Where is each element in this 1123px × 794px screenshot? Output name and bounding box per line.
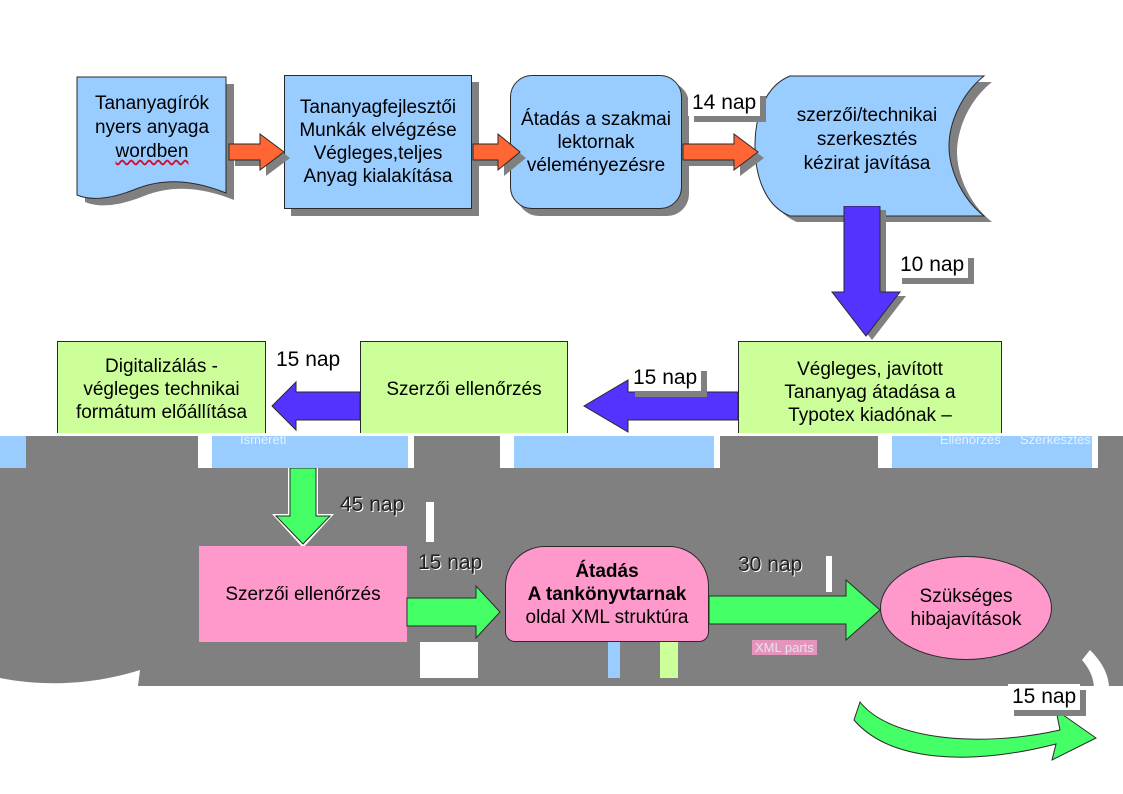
duration-label-15-c: 15 nap (418, 551, 483, 574)
purple-left-arrow-2 (271, 380, 361, 432)
arrow-review-to-edit (682, 133, 759, 171)
green-right-arrow-1 (406, 584, 501, 640)
raw-material-line-3: wordben (115, 141, 189, 162)
digitalization-box: Digitalizálás - végleges technikai formá… (57, 341, 266, 437)
duration-label-14: 14 nap (688, 90, 761, 116)
glitch-text-4: XML parts (752, 640, 817, 655)
editing-line-2: szerkesztés (816, 129, 918, 150)
developer-work-line-1: Tananyagfejlesztői (299, 97, 457, 118)
lector-review-line-2: lektornak (557, 131, 635, 153)
author-check-label-1: Szerzői ellenőrzés (386, 378, 542, 400)
glitch-fragment-3 (212, 436, 414, 468)
final-handover-line-2: Tananyag átadása a (784, 382, 956, 403)
bug-fix-line-2: hibajavítások (910, 609, 1022, 630)
glitch-fragment-6 (878, 436, 892, 468)
green-loop-arrow (853, 650, 1110, 761)
glitch-green-strip (660, 642, 678, 678)
green-right-arrow-2 (708, 578, 881, 642)
library-handover-line-3: oldal XML struktúra (525, 606, 689, 628)
lector-review-line-3: véleményezésre (526, 154, 666, 176)
duration-label-15-a: 15 nap (272, 347, 345, 373)
duration-label-30: 30 nap (738, 553, 803, 576)
bug-fix-oval: Szükséges hibajavítások (880, 556, 1052, 660)
glitch-gray-block (478, 642, 608, 678)
developer-work-line-4: Anyag kialakítása (303, 166, 453, 187)
library-handover-box: Átadás A tankönyvtarnak oldal XML strukt… (505, 546, 709, 642)
label-30-shadow-edge (826, 556, 832, 592)
label-45-shadow-edge (426, 502, 434, 542)
glitch-top-line (0, 433, 1123, 436)
arrow-dev-to-review (472, 132, 521, 172)
author-check-box-2: Szerzői ellenőrzés (199, 546, 407, 642)
duration-label-45: 45 nap (340, 493, 405, 516)
digitalization-line-2: végleges technikai (83, 378, 240, 400)
glitch-fragment-5 (514, 436, 720, 468)
duration-label-10: 10 nap (896, 252, 969, 278)
digitalization-line-3: formátum előállítása (75, 401, 248, 423)
lector-review-line-1: Átadás a szakmai (521, 108, 671, 130)
glitch-fragment-4 (500, 436, 514, 468)
glitch-text-1: Ismeretl (240, 432, 287, 447)
glitch-fragment-1 (0, 436, 26, 468)
glitch-fragment-2 (198, 436, 212, 468)
raw-material-text: Tananyagírók nyers anyaga wordben (78, 92, 226, 164)
final-handover-box: Végleges, javított Tananyag átadása a Ty… (738, 341, 1002, 437)
editing-text: szerzői/technikai szerkesztés kézirat ja… (772, 104, 962, 176)
arrow-doc-to-dev (228, 133, 285, 171)
digitalization-line-1: Digitalizálás - (105, 355, 218, 377)
bug-fix-line-1: Szükséges (919, 586, 1013, 607)
orange-arrows (228, 132, 759, 172)
author-check-box-1: Szerzői ellenőrzés (360, 341, 568, 437)
glitch-blue-strip (608, 642, 620, 678)
glitch-text-2: Ellenőrzés (940, 432, 1001, 447)
developer-work-box: Tananyagfejlesztői Munkák elvégzése Végl… (284, 75, 472, 209)
duration-label-15-d: 15 nap (1008, 684, 1081, 710)
duration-label-15-b: 15 nap (629, 365, 702, 391)
glitch-fragment-7 (892, 436, 1098, 468)
developer-work-line-2: Munkák elvégzése (299, 120, 457, 141)
green-down-arrow (272, 468, 334, 548)
library-handover-line-1: Átadás (575, 560, 639, 582)
stored-data-shape-editing (754, 75, 992, 222)
document-shape-raw-material (76, 76, 234, 206)
final-handover-line-1: Végleges, javított (797, 359, 943, 380)
raw-material-line-1: Tananyagírók (94, 93, 210, 114)
final-handover-line-3: Typotex kiadónak – (788, 405, 952, 426)
developer-work-line-3: Végleges,teljes (313, 143, 443, 164)
glitch-text-3: Szerkesztés (1020, 432, 1091, 447)
editing-line-3: kézirat javítása (803, 153, 931, 174)
purple-down-arrow (830, 206, 906, 340)
lector-review-box: Átadás a szakmai lektornak véleményezésr… (510, 75, 682, 209)
library-handover-line-2: A tankönyvtarnak (527, 583, 687, 605)
raw-material-line-2: nyers anyaga (94, 117, 210, 138)
editing-line-1: szerzői/technikai (796, 105, 938, 126)
author-check-label-2: Szerzői ellenőrzés (225, 583, 381, 605)
purple-left-arrow-1 (583, 379, 739, 433)
